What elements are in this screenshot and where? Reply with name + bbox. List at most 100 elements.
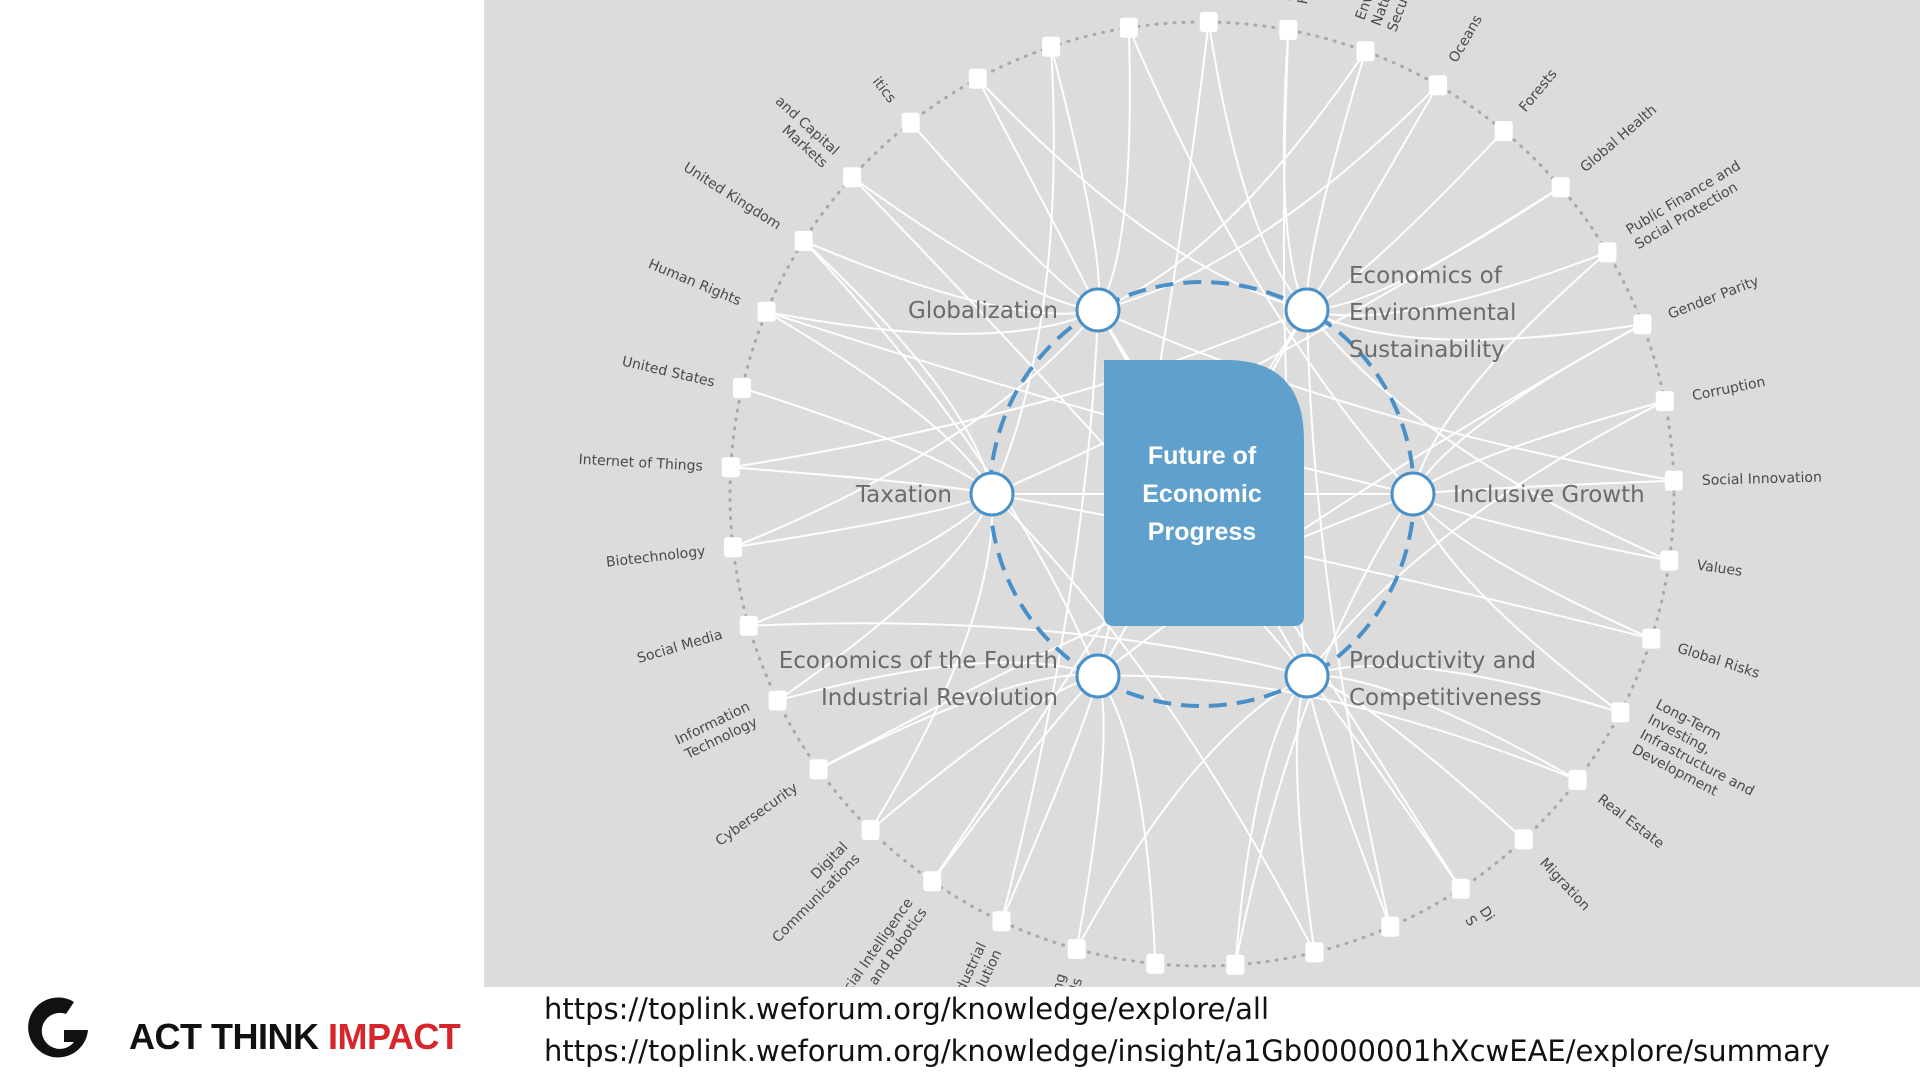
link-line xyxy=(1207,21,1308,311)
outer-node-square[interactable] xyxy=(794,230,813,251)
outer-node[interactable]: and CapitalMarkets xyxy=(760,93,862,188)
outer-node[interactable]: Global Risks xyxy=(1642,628,1761,682)
outer-node-square[interactable] xyxy=(1356,41,1375,62)
outer-node-square[interactable] xyxy=(1451,878,1470,899)
outer-node-square[interactable] xyxy=(1119,17,1138,38)
outer-node-square[interactable] xyxy=(901,112,920,133)
outer-node[interactable]: Real Estate xyxy=(1568,770,1667,852)
outer-node-square[interactable] xyxy=(1429,75,1447,96)
outer-node-square[interactable] xyxy=(861,820,880,841)
outer-node-square[interactable] xyxy=(1633,314,1652,335)
hub-circle[interactable] xyxy=(1075,287,1121,333)
outer-node[interactable]: Human Rights xyxy=(646,256,776,322)
hub-circle[interactable] xyxy=(1075,653,1121,699)
outer-node-square[interactable] xyxy=(721,457,740,478)
source-link-2[interactable]: https://toplink.weforum.org/knowledge/in… xyxy=(544,1034,1830,1068)
outer-node-square[interactable] xyxy=(809,759,828,780)
outer-node[interactable] xyxy=(1226,954,1245,975)
outer-node[interactable]: Future oHealthca xyxy=(1278,0,1322,40)
outer-node[interactable] xyxy=(1042,36,1061,57)
outer-node-square[interactable] xyxy=(733,378,751,398)
link-line xyxy=(1097,27,1131,311)
outer-node-square[interactable] xyxy=(739,615,758,636)
center-box[interactable] xyxy=(1104,360,1304,626)
outer-node[interactable]: Values xyxy=(1660,550,1743,580)
outer-node-square[interactable] xyxy=(1381,916,1400,937)
outer-node-square[interactable] xyxy=(724,537,742,558)
outer-node[interactable]: Cybersecurity xyxy=(713,759,828,850)
outer-node[interactable] xyxy=(1381,916,1400,937)
outer-node-square[interactable] xyxy=(1199,12,1218,32)
outer-node[interactable]: itics xyxy=(869,74,920,133)
outer-node[interactable]: Social Media xyxy=(635,615,758,667)
outer-node[interactable]: Forests xyxy=(1494,66,1561,141)
outer-node[interactable]: Biotechnology xyxy=(605,537,742,571)
outer-node-square[interactable] xyxy=(1655,391,1674,412)
outer-node[interactable]: Social Innovation xyxy=(1664,470,1822,491)
link-line xyxy=(766,310,993,495)
outer-node[interactable] xyxy=(1305,942,1324,963)
outer-node-square[interactable] xyxy=(1514,829,1533,850)
outer-node[interactable]: DiS xyxy=(1451,878,1497,934)
outer-node[interactable]: InformationTechnology xyxy=(673,690,787,764)
outer-node-square[interactable] xyxy=(1642,628,1661,649)
outer-node-square[interactable] xyxy=(1611,702,1630,723)
hub-globalization[interactable]: Globalization xyxy=(908,287,1121,333)
outer-node-square[interactable] xyxy=(1664,470,1683,491)
outer-node[interactable]: mics xyxy=(1142,953,1165,987)
outer-node[interactable]: Emergingultinationals xyxy=(1031,939,1086,987)
outer-node[interactable]: Migration xyxy=(1514,829,1593,914)
outer-node[interactable]: Long-TermInvesting,Infrastructure andDev… xyxy=(1611,697,1772,815)
outer-node-square[interactable] xyxy=(1042,36,1061,57)
outer-node-label-line: Healthca xyxy=(1295,0,1322,6)
outer-node[interactable]: Artificial Intelligenceand Robotics xyxy=(821,871,942,987)
outer-node[interactable]: DigitalCommunications xyxy=(757,820,880,946)
outer-node-square[interactable] xyxy=(1660,550,1679,571)
outer-node[interactable]: United Kingdom xyxy=(680,160,813,251)
outer-node-square[interactable] xyxy=(1226,954,1245,975)
hub-circle[interactable] xyxy=(969,471,1015,517)
outer-node[interactable]: United States xyxy=(620,354,751,398)
outer-node[interactable]: Corruption xyxy=(1655,374,1767,412)
outer-node[interactable]: Internet of Things xyxy=(578,452,740,478)
outer-node[interactable] xyxy=(1119,17,1138,38)
outer-node[interactable]: Global Health xyxy=(1551,102,1660,198)
outer-node-square[interactable] xyxy=(968,68,987,89)
source-link-1[interactable]: https://toplink.weforum.org/knowledge/ex… xyxy=(544,992,1270,1026)
outer-node-square[interactable] xyxy=(1568,770,1587,790)
outer-node[interactable]: Oceans xyxy=(1429,12,1486,96)
outer-node-square[interactable] xyxy=(1598,242,1617,263)
hub-label-line: Environmental xyxy=(1349,300,1516,326)
outer-node[interactable] xyxy=(968,68,987,89)
link-line xyxy=(730,309,1308,469)
outer-node[interactable]: Aan xyxy=(1194,0,1227,32)
outer-node-square[interactable] xyxy=(1279,20,1298,40)
outer-node[interactable]: Environment anNatural ResourceSecurity xyxy=(1353,0,1442,62)
outer-node-label-line: Emerging xyxy=(1036,972,1069,987)
link-line xyxy=(766,309,1099,335)
outer-node-square[interactable] xyxy=(1494,121,1513,141)
hub-inclusive-growth[interactable]: Inclusive Growth xyxy=(1390,471,1645,517)
outer-node-square[interactable] xyxy=(923,871,942,892)
center-title-line: Economic xyxy=(1142,480,1262,508)
outer-node-square[interactable] xyxy=(992,911,1011,932)
outer-node[interactable]: Public Finance andSocial Protection xyxy=(1598,158,1752,263)
outer-node-square[interactable] xyxy=(1146,953,1165,974)
hub-circle[interactable] xyxy=(1390,471,1436,517)
hub-circle[interactable] xyxy=(1284,653,1330,699)
outer-node-square[interactable] xyxy=(843,167,862,188)
outer-node-square[interactable] xyxy=(1067,939,1086,959)
outer-node-square[interactable] xyxy=(757,301,776,322)
outer-node-square[interactable] xyxy=(768,690,787,711)
outer-node-label: Cybersecurity xyxy=(713,780,801,850)
hub-taxation[interactable]: Taxation xyxy=(855,471,1015,517)
outer-node[interactable]: Gender Parity xyxy=(1633,273,1761,335)
outer-node-square[interactable] xyxy=(1305,942,1324,963)
hub-circle[interactable] xyxy=(1284,287,1330,333)
outer-node-square[interactable] xyxy=(1551,177,1570,198)
